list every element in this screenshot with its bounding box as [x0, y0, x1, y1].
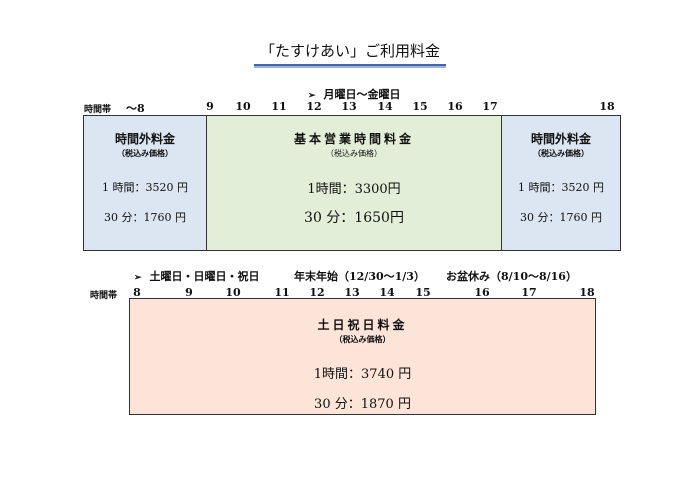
weekday-section-heading: ➢ 月曜日～金曜日	[308, 86, 401, 102]
price-per-30min: 30 分：1760 円	[104, 211, 186, 224]
base-hours-cell: 基本営業時間料金 （税込み価格） 1時間：3300円 30 分：1650円	[207, 116, 502, 250]
holiday-tick: 13	[344, 286, 360, 299]
tax-note: （税込み価格）	[533, 148, 589, 158]
weekday-tick: 11	[271, 100, 287, 113]
weekday-start-tick: ～8	[126, 102, 145, 115]
holiday-newyear-label: 年末年始（12/30～1/3）	[294, 270, 425, 283]
holiday-tick: 14	[379, 286, 395, 299]
weekday-tick: 16	[447, 100, 463, 113]
weekday-label: 月曜日～金曜日	[323, 88, 401, 101]
weekday-tick: 12	[306, 100, 322, 113]
holiday-tick: 17	[521, 286, 537, 299]
weekday-axis-label: 時間帯	[84, 105, 112, 115]
holiday-tick: 9	[185, 286, 193, 299]
weekday-tick: 15	[412, 100, 428, 113]
holiday-tick: 12	[309, 286, 325, 299]
overtime-heading: 時間外料金	[530, 132, 591, 146]
tax-note: （税込み価格）	[334, 334, 391, 344]
holiday-obon-label: お盆休み（8/10～8/16）	[446, 270, 577, 283]
holiday-tick: 8	[133, 286, 141, 299]
price-per-hour: 1時間：3740 円	[313, 367, 412, 382]
overtime-late-cell: 時間外料金 （税込み価格） 1 時間：3520 円 30 分：1760 円	[502, 116, 620, 250]
base-heading: 基本営業時間料金	[293, 132, 414, 146]
price-per-hour: 1 時間：3520 円	[102, 181, 188, 194]
price-per-hour: 1時間：3300円	[307, 182, 401, 197]
holiday-tick: 18	[579, 286, 595, 299]
page-title: 「たすけあい」ご利用料金	[0, 38, 700, 66]
price-per-30min: 30 分：1760 円	[520, 211, 602, 224]
weekday-tick: 18	[599, 100, 615, 113]
bullet-arrow-icon: ➢	[134, 273, 142, 283]
weekday-tick: 9	[206, 100, 214, 113]
holiday-tick: 11	[274, 286, 290, 299]
tax-note: （税込み価格）	[117, 148, 173, 158]
overtime-heading: 時間外料金	[114, 132, 175, 146]
bullet-arrow-icon: ➢	[308, 91, 316, 101]
page-title-text: 「たすけあい」ご利用料金	[253, 38, 446, 66]
holiday-tick: 15	[415, 286, 431, 299]
weekday-fee-table: 時間外料金 （税込み価格） 1 時間：3520 円 30 分：1760 円 基本…	[83, 115, 621, 251]
holiday-days-label: 土曜日・日曜日・祝日	[149, 270, 260, 283]
holiday-tick: 16	[474, 286, 490, 299]
weekday-tick: 13	[341, 100, 357, 113]
holiday-fee-box: 土日祝日料金 （税込み価格） 1時間：3740 円 30 分：1870 円	[129, 298, 596, 415]
weekday-tick: 17	[482, 100, 498, 113]
price-per-30min: 30 分：1870 円	[314, 397, 411, 412]
price-per-30min: 30 分：1650円	[304, 210, 404, 226]
weekday-tick: 14	[377, 100, 393, 113]
holiday-heading: 土日祝日料金	[317, 318, 408, 332]
weekday-tick: 10	[235, 100, 251, 113]
holiday-section-heading: ➢ 土曜日・日曜日・祝日	[134, 268, 260, 284]
holiday-axis-label: 時間帯	[90, 291, 118, 301]
price-per-hour: 1 時間：3520 円	[518, 181, 604, 194]
tax-note: （税込み価格）	[326, 149, 382, 158]
overtime-early-cell: 時間外料金 （税込み価格） 1 時間：3520 円 30 分：1760 円	[84, 116, 207, 250]
holiday-tick: 10	[225, 286, 241, 299]
